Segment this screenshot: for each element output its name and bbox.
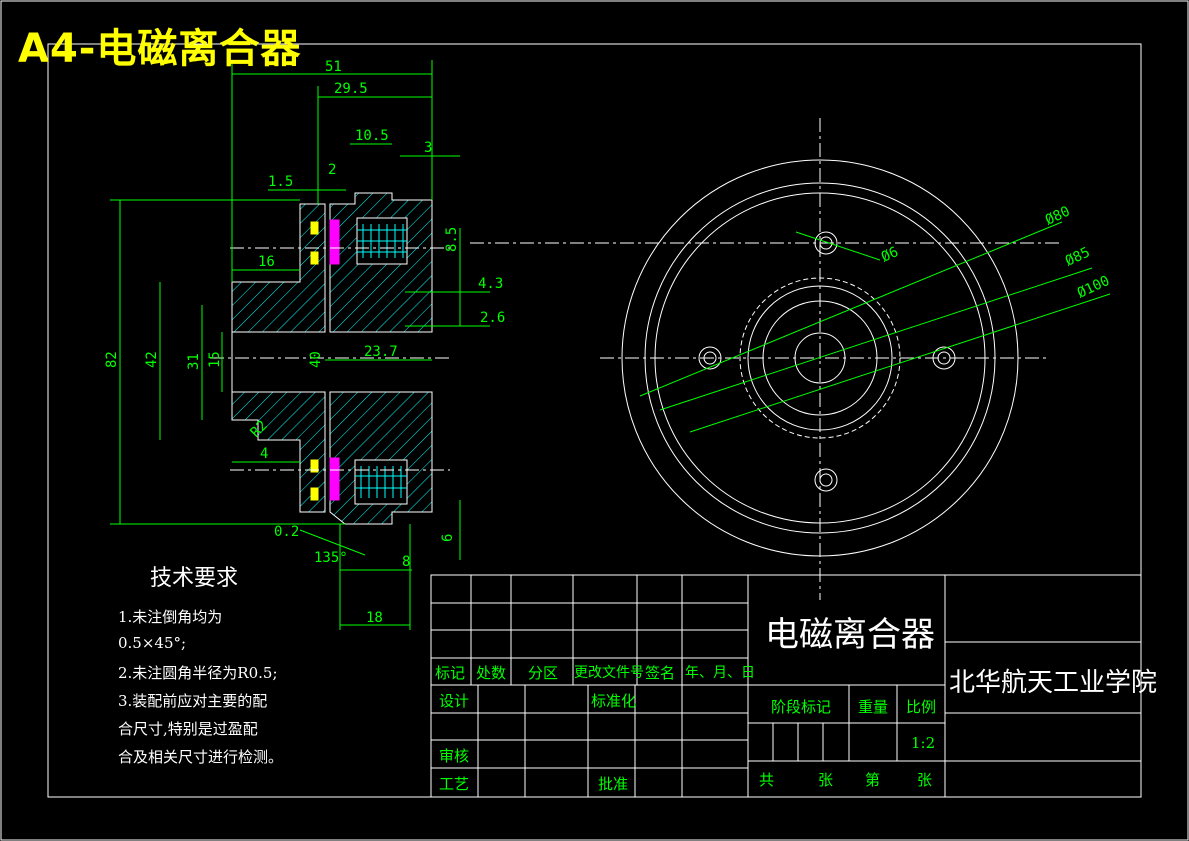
dim-2: 2 xyxy=(328,162,336,178)
front-dimensions xyxy=(639,221,1111,433)
dim-phi6: Ø6 xyxy=(879,244,901,266)
approve-label: 批准 xyxy=(598,775,629,793)
lower-yellow-pad-2 xyxy=(310,487,319,501)
requirement-line: 3.装配前应对主要的配 xyxy=(118,692,268,710)
dim-82: 82 xyxy=(104,351,120,368)
dim-0-2: 0.2 xyxy=(274,524,299,540)
sheets-unit-2: 张 xyxy=(917,771,933,789)
technical-requirements-heading: 技术要求 xyxy=(150,566,239,591)
lower-magenta-pad xyxy=(329,457,340,501)
requirement-line: 2.未注圆角半径为R0.5; xyxy=(118,664,278,682)
dim-15: 15 xyxy=(207,351,223,368)
scale-label: 比例 xyxy=(906,698,937,716)
weight-label: 重量 xyxy=(858,698,889,716)
part-name: 电磁离合器 xyxy=(765,615,935,655)
dim-16: 16 xyxy=(258,254,275,270)
lower-yellow-pad-1 xyxy=(310,459,319,473)
requirement-line: 1.未注倒角均为 xyxy=(118,608,223,626)
requirement-line: 0.5×45°; xyxy=(118,634,187,652)
organization-name: 北华航天工业学院 xyxy=(949,668,1158,698)
front-dimension-texts: Ø80 Ø6 Ø85 Ø100 xyxy=(879,203,1112,301)
dim-29-5: 29.5 xyxy=(334,81,368,97)
dim-2-6: 2.6 xyxy=(480,310,505,326)
dim-6: 6 xyxy=(440,534,456,542)
dim-8-5: 8.5 xyxy=(444,227,460,252)
section-dimensions xyxy=(110,60,490,630)
requirement-line: 合及相关尺寸进行检测。 xyxy=(118,748,284,766)
section-dimension-texts: 51 29.5 10.5 3 1.5 2 16 8.5 4.3 2.6 82 4… xyxy=(104,59,505,626)
standardization-label: 标准化 xyxy=(591,692,637,710)
col-count: 处数 xyxy=(476,664,507,682)
front-view xyxy=(470,118,1060,600)
dim-18: 18 xyxy=(366,610,383,626)
upper-magenta-pad xyxy=(329,219,340,265)
section-view xyxy=(210,192,450,525)
dim-23-7: 23.7 xyxy=(364,344,398,360)
upper-yellow-pad-1 xyxy=(310,221,319,235)
dim-4: 4 xyxy=(260,446,268,462)
title-block-grid xyxy=(430,574,1142,798)
page-title: A4-电磁离合器 xyxy=(18,26,302,72)
dim-3: 3 xyxy=(424,140,432,156)
col-change-doc: 更改文件号 xyxy=(574,665,644,681)
dim-51: 51 xyxy=(325,59,342,75)
review-label: 审核 xyxy=(439,747,470,765)
dim-40: 40 xyxy=(308,351,324,368)
total-sheets-label: 共 xyxy=(759,771,775,789)
dim-1-5: 1.5 xyxy=(268,174,293,190)
lower-hub xyxy=(231,391,326,513)
dim-10-5: 10.5 xyxy=(355,128,389,144)
design-label: 设计 xyxy=(439,692,470,710)
dim-135: 135° xyxy=(314,550,348,566)
dim-phi80: Ø80 xyxy=(1043,203,1073,228)
col-zone: 分区 xyxy=(528,664,559,682)
sheets-unit-1: 张 xyxy=(818,771,834,789)
dim-42: 42 xyxy=(144,351,160,368)
dim-31: 31 xyxy=(186,353,202,370)
sheet-number-label: 第 xyxy=(865,771,881,789)
dim-phi100: Ø100 xyxy=(1075,273,1112,302)
lower-coil xyxy=(354,459,408,505)
dim-phi85: Ø85 xyxy=(1063,244,1093,269)
scale-value: 1:2 xyxy=(911,734,936,752)
process-label: 工艺 xyxy=(439,775,470,793)
requirement-line: 合尺寸,特别是过盈配 xyxy=(118,720,258,738)
col-signature: 签名 xyxy=(645,664,676,682)
upper-yellow-pad-2 xyxy=(310,251,319,265)
dim-8: 8 xyxy=(402,554,410,570)
stage-mark-label: 阶段标记 xyxy=(771,698,832,716)
col-date: 年、月、日 xyxy=(685,665,755,681)
dim-4-3: 4.3 xyxy=(478,276,503,292)
col-mark: 标记 xyxy=(435,664,466,682)
